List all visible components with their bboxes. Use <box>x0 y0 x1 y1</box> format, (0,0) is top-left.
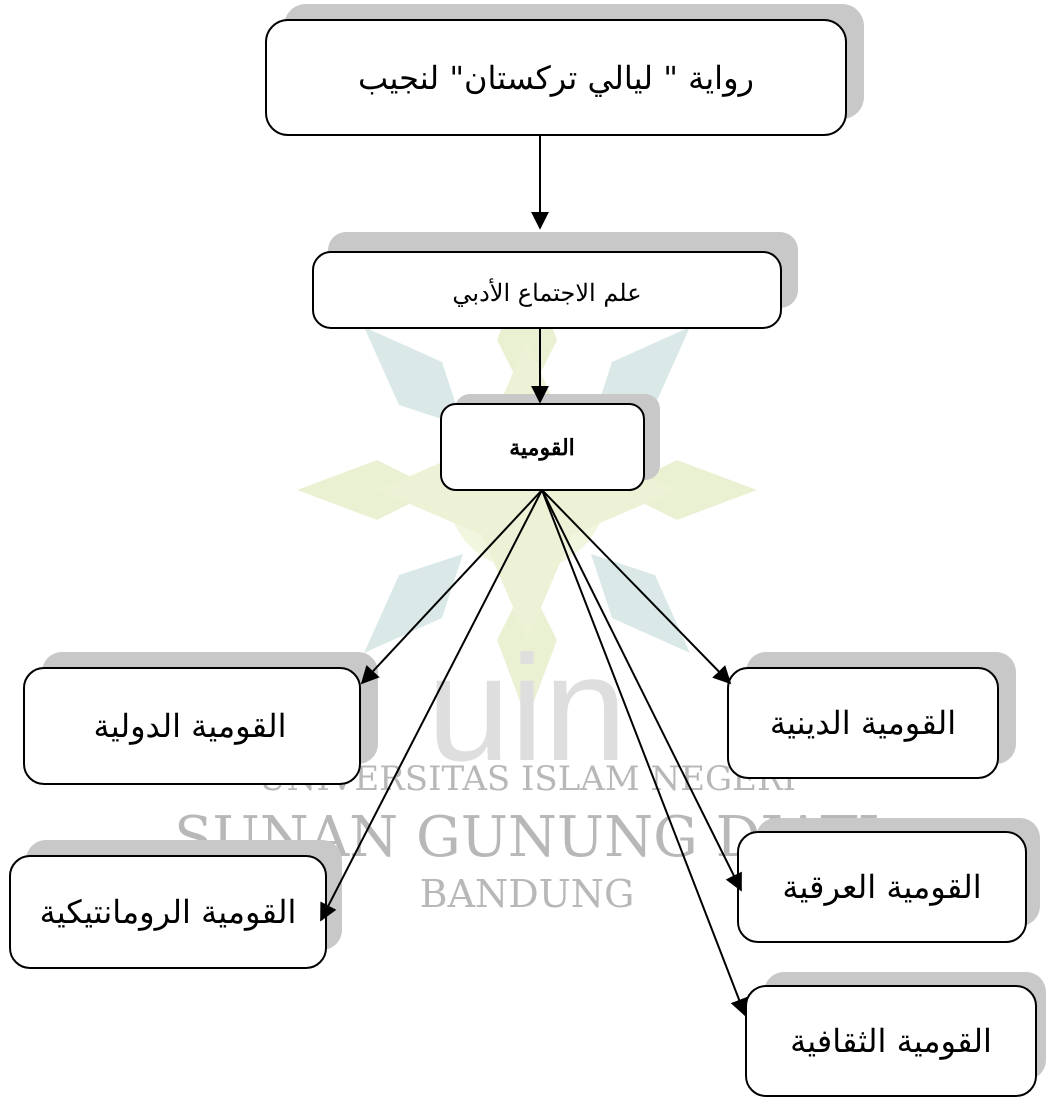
node-approach-label: علم الاجتماع الأدبي <box>452 277 641 307</box>
node-international-label: القومية الدولية <box>94 707 287 745</box>
node-title-label: رواية " ليالي تركستان" لنجيب <box>358 59 754 97</box>
arrow-center-to-religious <box>541 489 732 685</box>
node-ethnic: القومية العرقية <box>737 818 1040 943</box>
node-romantic: القومية الرومانتيكية <box>9 840 342 969</box>
watermark-logo-text: uin <box>427 624 627 792</box>
node-approach: علم الاجتماع الأدبي <box>312 232 798 329</box>
node-center: القومية <box>440 394 660 491</box>
arrow-center-to-ethnic <box>541 489 742 892</box>
node-international: القومية الدولية <box>23 652 378 785</box>
node-cultural-label: القومية الثقافية <box>790 1022 992 1060</box>
arrow-center-to-international <box>360 489 543 685</box>
node-romantic-label: القومية الرومانتيكية <box>40 893 297 931</box>
node-title: رواية " ليالي تركستان" لنجيب <box>265 4 864 136</box>
node-religious: القومية الدينية <box>727 652 1016 779</box>
node-cultural: القومية الثقافية <box>745 972 1046 1097</box>
arrow-center-to-romantic <box>320 489 543 922</box>
node-ethnic-label: القومية العرقية <box>782 868 981 906</box>
arrow-center-to-cultural <box>541 489 748 1017</box>
node-center-label: القومية <box>509 435 575 461</box>
watermark-line3: BANDUNG <box>420 872 635 916</box>
node-religious-label: القومية الدينية <box>770 704 956 742</box>
